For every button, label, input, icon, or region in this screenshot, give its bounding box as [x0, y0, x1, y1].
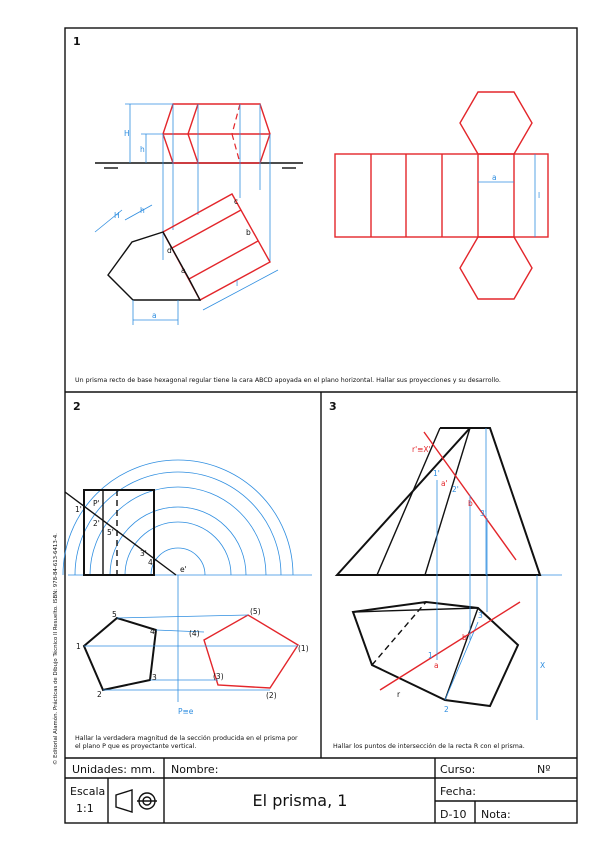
- svg-text:Hallar la verdadera magnitud d: Hallar la verdadera magnitud de la secci…: [75, 734, 298, 742]
- svg-text:2: 2: [97, 690, 102, 699]
- panel3-drawing: r'≡X' 1' a' 2' b' 3' 1 2 3 a b r X: [334, 427, 562, 720]
- prism-plan-face: [162, 193, 271, 301]
- svg-text:Hallar los puntos de intersec: Hallar los puntos de intersección de la …: [333, 742, 525, 750]
- svg-text:X: X: [540, 661, 545, 670]
- svg-text:5': 5': [107, 528, 114, 537]
- line-r-plan: [379, 601, 521, 691]
- dim-a-dev: a: [492, 173, 497, 182]
- svg-text:2': 2': [452, 485, 459, 494]
- prism-development: a l: [334, 91, 549, 300]
- section-true-magnitude: [203, 614, 299, 689]
- scale-label: Escala: [70, 785, 105, 798]
- svg-text:(4): (4): [189, 629, 200, 638]
- sheet-frame: [64, 27, 578, 824]
- svg-text:2: 2: [444, 705, 449, 714]
- title-block: Unidades: mm. Nombre: Curso: Nº Escala 1…: [65, 758, 577, 823]
- pentagonal-prism-elevation: [83, 489, 155, 576]
- units-label: Unidades: mm.: [72, 763, 155, 776]
- svg-text:3': 3': [140, 549, 147, 558]
- drawing-title: El prisma, 1: [253, 791, 348, 810]
- dim-a-plan: a: [152, 311, 157, 320]
- name-label: Nombre:: [171, 763, 218, 776]
- point-c: c: [234, 197, 238, 206]
- svg-text:a: a: [434, 661, 439, 670]
- copyright-sidebar: © Editorial Alamón. Prácticas de Dibujo …: [52, 533, 59, 765]
- svg-text:el plano P que es proyectante: el plano P que es proyectante vertical.: [75, 743, 196, 750]
- hexagon-base: [107, 231, 202, 301]
- svg-text:(5): (5): [250, 607, 261, 616]
- scale-value: 1:1: [76, 802, 94, 815]
- svg-text:5: 5: [112, 610, 117, 619]
- date-label: Fecha:: [440, 785, 476, 798]
- panel2-number: 2: [73, 400, 81, 413]
- svg-text:4: 4: [150, 627, 155, 636]
- number-label: Nº: [537, 763, 550, 776]
- svg-text:b': b': [468, 499, 475, 508]
- svg-text:1': 1': [433, 469, 440, 478]
- svg-text:(3): (3): [213, 672, 224, 681]
- oblique-prism-plan: [351, 600, 520, 708]
- dim-h: h: [140, 145, 145, 154]
- svg-text:P≡e: P≡e: [178, 707, 194, 716]
- svg-text:(1): (1): [298, 644, 309, 653]
- svg-text:e': e': [180, 565, 187, 574]
- code-label: D-10: [440, 808, 466, 821]
- projection-symbol-icon: [115, 789, 157, 813]
- panel1-statement: Un prisma recto de base hexagonal regula…: [75, 377, 501, 384]
- svg-text:(2): (2): [266, 691, 277, 700]
- course-label: Curso:: [440, 763, 475, 776]
- panel2-drawing: P' 1' 2' 5' 3' 4' e' P≡e 1 2 3 4 5 (1) (…: [62, 459, 312, 716]
- svg-text:a': a': [441, 479, 448, 488]
- oblique-prism-elevation: [334, 427, 542, 576]
- dim-l: l: [236, 279, 238, 288]
- svg-text:1: 1: [76, 642, 81, 651]
- point-d: d: [167, 246, 172, 255]
- dim-h-plan: h: [140, 206, 145, 215]
- pentagon-plan: [82, 616, 158, 692]
- svg-text:3: 3: [152, 673, 157, 682]
- svg-text:1: 1: [428, 651, 433, 660]
- point-b: b: [246, 228, 251, 237]
- svg-text:4': 4': [148, 558, 155, 567]
- point-a: a: [181, 266, 186, 275]
- svg-text:2': 2': [93, 519, 100, 528]
- development-bottom-hexagon: [459, 236, 533, 300]
- svg-text:r'≡X': r'≡X': [412, 445, 431, 454]
- svg-text:r: r: [397, 690, 401, 699]
- grade-label: Nota:: [481, 808, 511, 821]
- dim-l-dev: l: [538, 191, 540, 200]
- panel3-number: 3: [329, 400, 337, 413]
- label-Pprime: P': [93, 499, 100, 508]
- svg-text:1': 1': [75, 505, 82, 514]
- panel1-number: 1: [73, 35, 81, 48]
- dim-H: H: [124, 129, 130, 138]
- panel1-drawing: H h H h a l a b c d: [94, 103, 303, 325]
- svg-text:b: b: [462, 633, 467, 642]
- svg-text:3: 3: [478, 611, 483, 620]
- dim-H-plan: H: [114, 211, 120, 220]
- development-top-hexagon: [459, 91, 533, 155]
- svg-text:3': 3': [480, 509, 487, 518]
